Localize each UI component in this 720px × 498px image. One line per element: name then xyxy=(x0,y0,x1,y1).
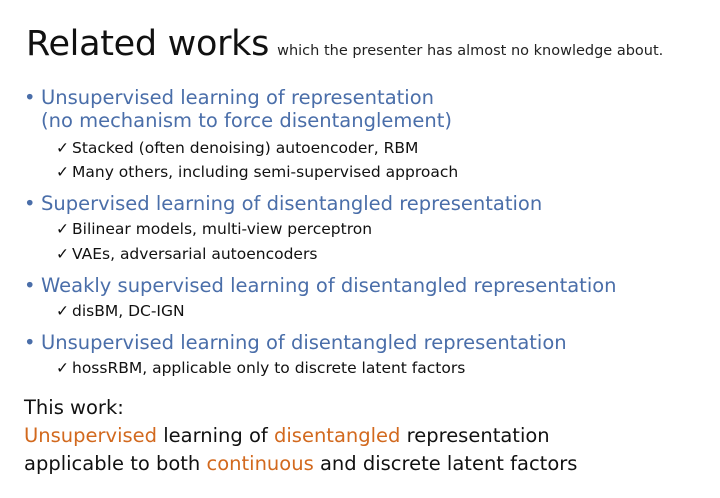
sub-item: ✓disBM, DC-IGN xyxy=(56,302,185,320)
conclusion-text: representation xyxy=(400,424,550,447)
bullet-text: Supervised learning of disentangled repr… xyxy=(41,192,543,215)
highlight-unsupervised: Unsupervised xyxy=(24,424,158,447)
bullet-dot-icon: • xyxy=(24,192,36,215)
conclusion-text: applicable to both xyxy=(24,452,207,475)
bullet-text: Unsupervised learning of disentangled re… xyxy=(41,331,567,354)
sub-item-text: disBM, DC-IGN xyxy=(72,302,185,320)
sub-item: ✓Stacked (often denoising) autoencoder, … xyxy=(56,139,418,157)
sub-item: ✓VAEs, adversarial autoencoders xyxy=(56,245,317,263)
sub-item-text: hossRBM, applicable only to discrete lat… xyxy=(72,359,466,377)
sub-item-text: Many others, including semi-supervised a… xyxy=(72,163,459,181)
bullet-unsupervised-disentangled: •Unsupervised learning of disentangled r… xyxy=(24,331,567,354)
bullet-text: Unsupervised learning of representation xyxy=(41,86,434,109)
sub-item-text: Bilinear models, multi-view perceptron xyxy=(72,220,373,238)
sub-item: ✓hossRBM, applicable only to discrete la… xyxy=(56,359,465,377)
bullet-dot-icon: • xyxy=(24,331,36,354)
checkmark-icon: ✓ xyxy=(56,359,69,377)
highlight-disentangled: disentangled xyxy=(274,424,401,447)
bullet-text-continued: (no mechanism to force disentanglement) xyxy=(41,109,452,132)
checkmark-icon: ✓ xyxy=(56,245,69,263)
checkmark-icon: ✓ xyxy=(56,302,69,320)
sub-item: ✓Bilinear models, multi-view perceptron xyxy=(56,220,372,238)
conclusion-heading: This work: xyxy=(24,396,124,419)
bullet-weakly-supervised: •Weakly supervised learning of disentang… xyxy=(24,274,617,297)
conclusion-line-1: Unsupervised learning of disentangled re… xyxy=(24,424,550,447)
sub-item-text: Stacked (often denoising) autoencoder, R… xyxy=(72,139,419,157)
page-title: Related works xyxy=(26,24,270,64)
sub-item: ✓Many others, including semi-supervised … xyxy=(56,163,458,181)
title-row: Related works which the presenter has alm… xyxy=(26,24,663,64)
checkmark-icon: ✓ xyxy=(56,139,69,157)
bullet-dot-icon: • xyxy=(24,274,36,297)
sub-item-text: VAEs, adversarial autoencoders xyxy=(72,245,318,263)
conclusion-text: and discrete latent factors xyxy=(313,452,578,475)
checkmark-icon: ✓ xyxy=(56,220,69,238)
conclusion-line-2: applicable to both continuous and discre… xyxy=(24,452,577,475)
highlight-continuous: continuous xyxy=(206,452,314,475)
conclusion-text: learning of xyxy=(157,424,274,447)
page-subtitle: which the presenter has almost no knowle… xyxy=(277,43,664,59)
bullet-dot-icon: • xyxy=(24,86,36,109)
checkmark-icon: ✓ xyxy=(56,163,69,181)
bullet-text: Weakly supervised learning of disentangl… xyxy=(41,274,617,297)
bullet-supervised-disentangled: •Supervised learning of disentangled rep… xyxy=(24,192,542,215)
bullet-unsupervised-representation: •Unsupervised learning of representation… xyxy=(24,86,452,132)
